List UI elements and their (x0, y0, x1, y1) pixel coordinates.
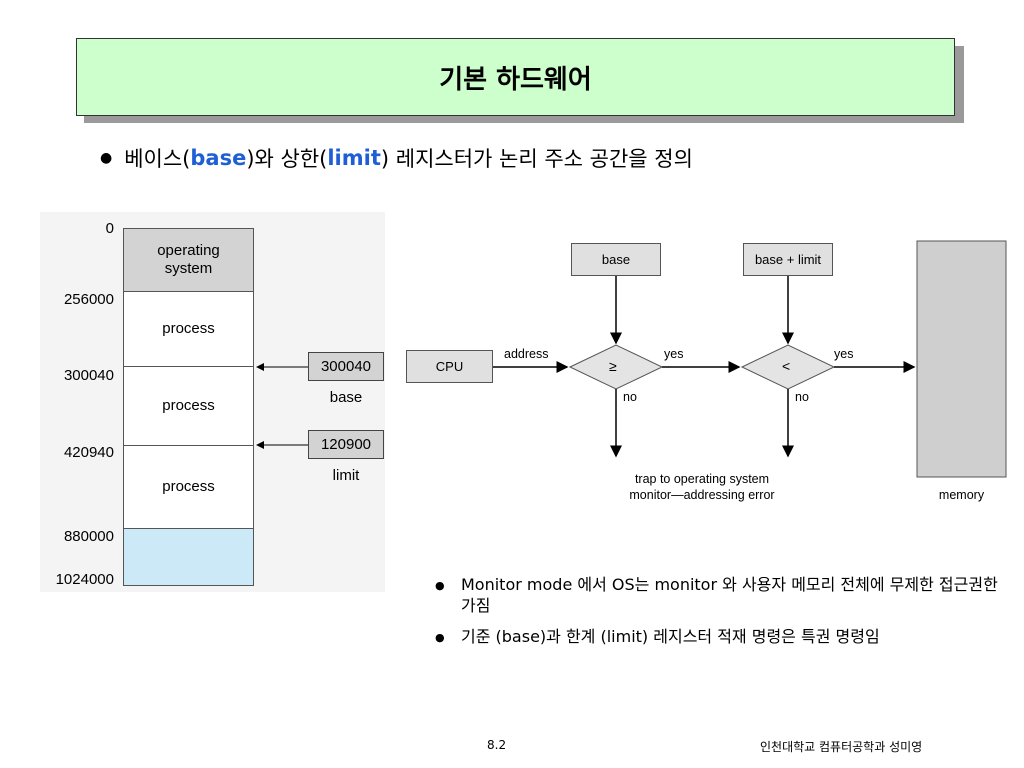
base-box-label: base (601, 252, 631, 267)
memory-block-process-3-label: process (162, 478, 215, 495)
yes-label-2: yes (834, 347, 854, 361)
base-plus-limit-box: base + limit (743, 243, 833, 276)
memory-label: memory (938, 488, 985, 502)
sub-bullet-2-text: 기준 (base)과 한계 (limit) 레지스터 적재 명령은 특권 명령임 (461, 627, 880, 646)
footer-organization: 인천대학교 컴퓨터공학과 성미영 (760, 740, 923, 754)
compare-ge-symbol: ≥ (609, 358, 617, 374)
address-label: address (504, 347, 549, 361)
sub-bullet-1-text: Monitor mode 에서 OS는 monitor 와 사용자 메모리 전체… (461, 575, 998, 615)
memory-rect (916, 240, 1007, 478)
yes-label-1: yes (664, 347, 684, 361)
footer-page-number: 8.2 (487, 738, 507, 752)
base-register-value: 300040 (320, 358, 372, 375)
trap-label-line2: monitor—addressing error (629, 488, 775, 502)
memory-block-os: operating system (123, 228, 254, 292)
main-bullet: ● 베이스(base)와 상한(limit) 레지스터가 논리 주소 공간을 정… (100, 143, 693, 173)
bullet-dot-icon: ● (435, 631, 445, 644)
base-register-label: base (329, 389, 363, 406)
limit-register-box: 120900 (308, 430, 384, 459)
address-label-5: 1024000 (55, 571, 114, 588)
keyword-base: base (190, 146, 247, 170)
address-label-3: 420940 (63, 444, 114, 461)
slide-title: 기본 하드웨어 (76, 38, 955, 116)
trap-label-line1: trap to operating system (634, 472, 770, 486)
bullet-dot-icon: ● (435, 579, 445, 592)
address-label-0: 0 (105, 220, 114, 237)
compare-lt-symbol: < (782, 358, 791, 374)
memory-block-process-2-label: process (162, 397, 215, 414)
memory-block-process-2: process (123, 366, 254, 446)
limit-register-value: 120900 (320, 436, 372, 453)
sub-bullet-1: ● Monitor mode 에서 OS는 monitor 와 사용자 메모리 … (435, 574, 1005, 616)
limit-register-label: limit (332, 467, 360, 484)
address-label-4: 880000 (63, 528, 114, 545)
memory-block-process-1-label: process (162, 320, 215, 337)
base-plus-limit-box-label: base + limit (754, 252, 822, 267)
slide-title-text: 기본 하드웨어 (439, 64, 592, 95)
cpu-box: CPU (406, 350, 493, 383)
memory-block-process-1: process (123, 291, 254, 367)
memory-block-process-3: process (123, 445, 254, 529)
address-label-2: 300040 (63, 367, 114, 384)
main-bullet-part3: ) 레지스터가 논리 주소 공간을 정의 (380, 147, 693, 171)
sub-bullet-2: ● 기준 (base)과 한계 (limit) 레지스터 적재 명령은 특권 명… (435, 626, 1005, 648)
address-label-1: 256000 (63, 291, 114, 308)
memory-block-free (123, 528, 254, 586)
keyword-limit: limit (327, 146, 381, 170)
base-box: base (571, 243, 661, 276)
base-register-box: 300040 (308, 352, 384, 381)
no-label-2: no (795, 390, 809, 404)
main-bullet-part1: 베이스( (124, 147, 191, 171)
main-bullet-part2: )와 상한( (246, 147, 328, 171)
memory-block-os-label: operating system (157, 242, 220, 277)
sub-bullet-list: ● Monitor mode 에서 OS는 monitor 와 사용자 메모리 … (435, 574, 1005, 658)
no-label-1: no (623, 390, 637, 404)
bullet-dot-icon: ● (100, 150, 113, 166)
cpu-label: CPU (435, 359, 464, 374)
